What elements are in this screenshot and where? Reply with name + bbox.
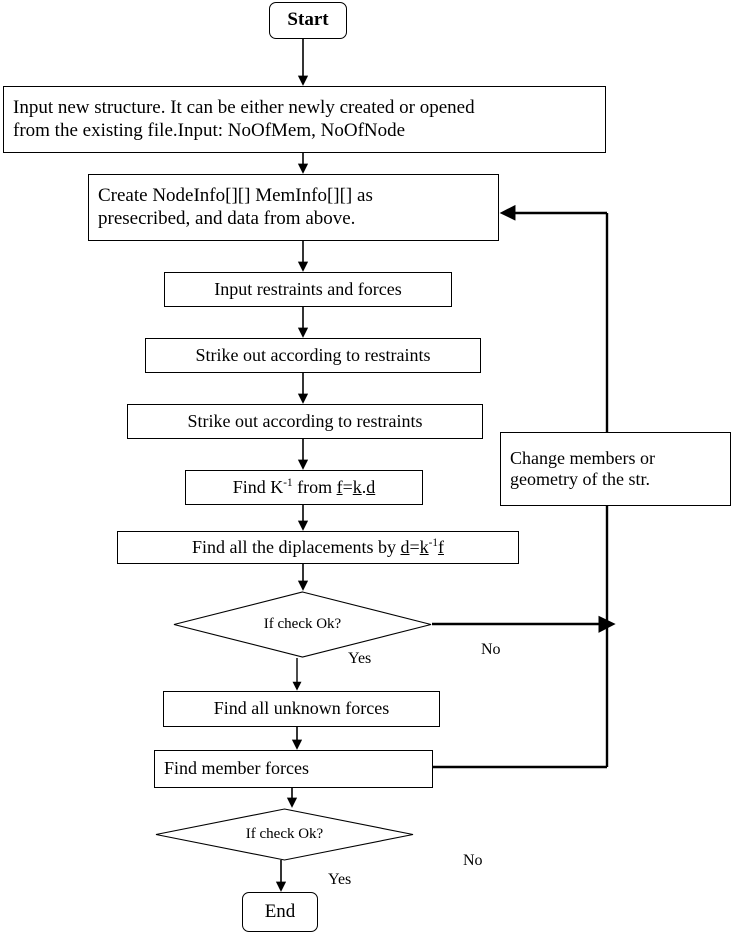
node-find-displacements[interactable]: Find all the diplacements by d=k-1f: [117, 531, 519, 564]
node-input-restraints-label: Input restraints and forces: [214, 278, 402, 299]
node-find-displacements-label: Find all the diplacements by d=k-1f: [192, 536, 444, 557]
node-input-line1: Input new structure. It can be either ne…: [13, 97, 475, 119]
node-end[interactable]: End: [242, 892, 318, 932]
edge-label-check1-yes: Yes: [348, 650, 372, 667]
edge-label-check1-no: No: [481, 641, 501, 658]
node-start-label: Start: [287, 9, 329, 31]
node-find-k-inverse[interactable]: Find K-1 from f=k.d: [185, 470, 423, 505]
node-change-members-line1: Change members or: [510, 447, 655, 468]
node-input-restraints[interactable]: Input restraints and forces: [164, 272, 452, 307]
node-create-nodeinfo-text: Create NodeInfo[][] MemInfo[][] as prese…: [89, 185, 498, 230]
node-check-ok-2[interactable]: If check Ok?: [155, 808, 414, 861]
node-input-new-structure-text: Input new structure. It can be either ne…: [4, 97, 605, 142]
node-find-member-forces-label: Find member forces: [164, 758, 309, 779]
node-create-line2: presecribed, and data from above.: [98, 207, 356, 229]
node-create-nodeinfo[interactable]: Create NodeInfo[][] MemInfo[][] as prese…: [88, 174, 499, 241]
node-find-member-forces[interactable]: Find member forces: [154, 750, 433, 788]
node-find-unknown-forces-label: Find all unknown forces: [213, 698, 390, 719]
node-start[interactable]: Start: [269, 2, 347, 39]
node-input-new-structure[interactable]: Input new structure. It can be either ne…: [3, 86, 606, 153]
edge-label-check2-yes: Yes: [328, 871, 352, 888]
node-strike-out-1-label: Strike out according to restraints: [195, 344, 431, 365]
node-change-members-line2: geometry of the str.: [510, 469, 650, 489]
node-strike-out-1[interactable]: Strike out according to restraints: [145, 338, 481, 373]
node-strike-out-2-label: Strike out according to restraints: [187, 410, 423, 431]
node-check-ok-1[interactable]: If check Ok?: [173, 591, 432, 658]
node-check-ok-1-label: If check Ok?: [263, 616, 342, 632]
node-create-line1: Create NodeInfo[][] MemInfo[][] as: [98, 185, 373, 207]
node-change-members-text: Change members or geometry of the str.: [501, 448, 730, 490]
node-find-k-inverse-label: Find K-1 from f=k.d: [232, 476, 376, 497]
edge-label-check2-no: No: [463, 852, 483, 869]
node-find-unknown-forces[interactable]: Find all unknown forces: [163, 691, 440, 727]
node-end-label: End: [264, 900, 296, 922]
node-strike-out-2[interactable]: Strike out according to restraints: [127, 404, 483, 439]
node-change-members[interactable]: Change members or geometry of the str.: [500, 432, 731, 506]
node-input-line2: from the existing file.Input: NoOfMem, N…: [13, 119, 406, 141]
node-check-ok-2-label: If check Ok?: [245, 826, 324, 842]
